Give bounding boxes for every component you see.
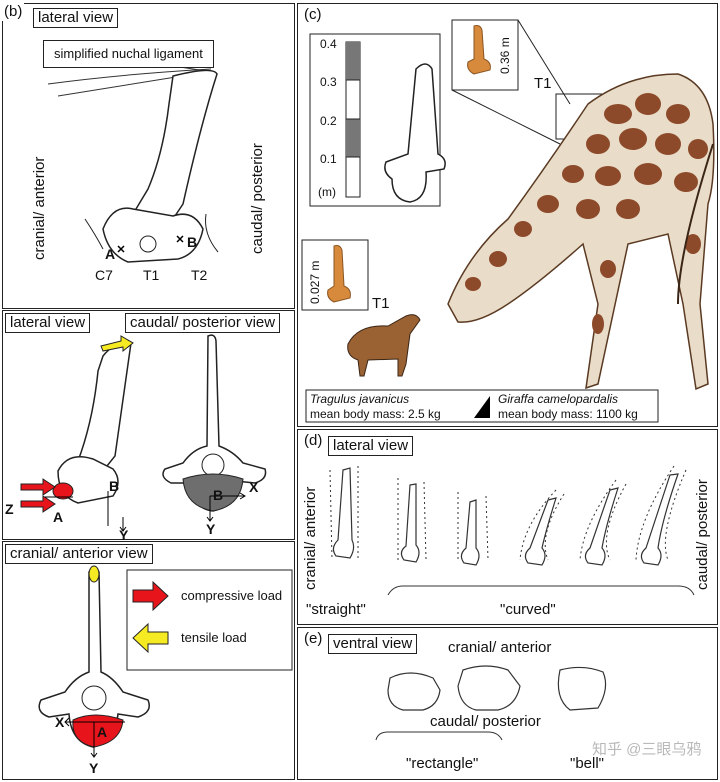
giraffe-t1-label: T1 xyxy=(534,75,552,92)
panel-b-tag: (b) xyxy=(2,3,25,21)
mid-y1-label: Y xyxy=(119,527,129,543)
scale-tick-04: 0.4 xyxy=(320,37,337,51)
panel-load-views: lateral view caudal/ posterior view Z A … xyxy=(2,310,295,543)
legend-compressive-label: compressive load xyxy=(181,588,283,603)
mass-giraffa: mean body mass: 1100 kg xyxy=(498,407,638,421)
point-a-label: A xyxy=(105,246,116,262)
scale-unit: (m) xyxy=(318,185,336,199)
scale-tick-01: 0.1 xyxy=(320,152,337,166)
panel-d-title: lateral view xyxy=(328,436,414,456)
caudal-y-label: Y xyxy=(206,521,216,537)
cranial-x-label: X xyxy=(55,714,65,730)
point-b-label: B xyxy=(187,234,198,250)
straight-label: "straight" xyxy=(306,601,366,618)
panel-b-cranial-label: cranial/ anterior xyxy=(31,156,48,260)
mid-caudal-title: caudal/ posterior view xyxy=(125,313,281,333)
panel-d: (d) lateral view cranial/ anterior cauda… xyxy=(297,429,718,625)
curved-label: "curved" xyxy=(500,601,556,618)
scale-tick-02: 0.2 xyxy=(320,114,337,128)
cranial-view-title: cranial/ anterior view xyxy=(5,544,153,564)
mid-a-label: A xyxy=(53,509,64,525)
panel-b: (b) lateral view simplified nuchal ligam… xyxy=(2,3,295,309)
t2-label: T2 xyxy=(191,267,208,283)
t1-label: T1 xyxy=(143,267,160,283)
panel-e-caudal-label: caudal/ posterior xyxy=(430,713,541,730)
ligament-label: simplified nuchal ligament xyxy=(43,40,214,68)
panel-c: (c) 0.4 0.3 0.2 0.1 (m) 0.36 m T1 0.027 … xyxy=(297,3,718,427)
scale-tick-03: 0.3 xyxy=(320,75,337,89)
species-giraffa: Giraffa camelopardalis xyxy=(498,392,619,406)
legend-tensile-label: tensile load xyxy=(181,630,247,645)
giraffe-tragulus-drawing xyxy=(301,19,715,423)
c7-label: C7 xyxy=(95,267,113,283)
tragulus-t1-label: T1 xyxy=(372,295,390,312)
species-tragulus: Tragulus javanicus xyxy=(310,392,410,406)
mid-lateral-title: lateral view xyxy=(5,313,91,333)
panel-e-title: ventral view xyxy=(328,634,418,654)
panel-e: (e) ventral view cranial/ anterior cauda… xyxy=(297,627,718,780)
caudal-b-label: B xyxy=(213,487,224,503)
lateral-t1-drawing xyxy=(47,65,219,263)
panel-c-tag: (c) xyxy=(300,6,326,24)
panel-d-caudal-label: caudal/ posterior xyxy=(694,479,711,590)
ventral-shapes-drawing xyxy=(375,665,607,741)
panel-cranial-view: cranial/ anterior view compressive load … xyxy=(2,541,295,780)
tragulus-t1-size: 0.027 m xyxy=(308,260,322,304)
cranial-a-label: A xyxy=(97,724,108,740)
cranial-y-label: Y xyxy=(89,760,99,776)
panel-b-title: lateral view xyxy=(33,8,119,28)
lateral-shapes-drawing xyxy=(329,465,695,596)
cranial-view-drawing xyxy=(38,565,293,758)
watermark: 知乎 @三眼乌鸦 xyxy=(592,741,702,758)
mid-b-label: B xyxy=(109,478,120,494)
z-axis-label: Z xyxy=(5,501,14,517)
panel-d-tag: (d) xyxy=(300,432,327,450)
bell-label: "bell" xyxy=(570,755,604,772)
caudal-x-label: X xyxy=(249,479,259,495)
panel-b-caudal-label: caudal/ posterior xyxy=(249,143,266,254)
rectangle-label: "rectangle" xyxy=(406,755,479,772)
panel-e-cranial-label: cranial/ anterior xyxy=(448,639,552,656)
giraffe-t1-size: 0.36 m xyxy=(498,37,512,74)
load-views-drawing xyxy=(20,334,267,532)
panel-d-cranial-label: cranial/ anterior xyxy=(302,486,319,590)
panel-e-tag: (e) xyxy=(300,630,327,648)
mass-tragulus: mean body mass: 2.5 kg xyxy=(310,407,441,421)
